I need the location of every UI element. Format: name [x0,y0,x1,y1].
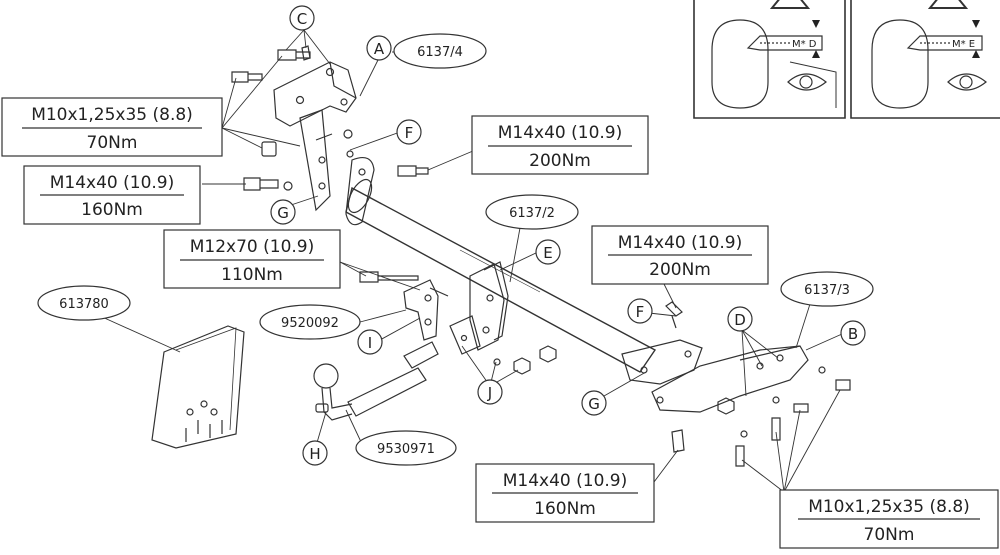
warning-panel-1: M* D [693,0,846,119]
svg-text:I: I [368,334,372,352]
spec-thread: M14x40 (10.9) [503,471,628,491]
right-end-plate [621,339,703,385]
warning-triangle-icon [769,0,811,9]
callout-c: C [289,5,315,31]
callout-b: B [840,320,866,346]
svg-text:D: D [734,311,746,329]
gauge-label: M* E [952,39,975,50]
spec-torque: 70Nm [864,525,915,545]
right-bracket-6137-3 [651,345,809,413]
part-number-9520092: 9520092 [259,304,361,340]
center-bracket-6137-2 [449,261,509,355]
part-number-613780: 613780 [37,285,131,321]
eye-icon [947,73,987,91]
spec-thread: M12x70 (10.9) [190,237,315,257]
warning-triangle-icon [927,0,969,9]
cross-tube [345,178,657,373]
callout-h: H [302,440,328,466]
spec-thread: M10x1,25x35 (8.8) [808,497,970,517]
tow-ball-9530971 [313,341,439,421]
part-number-6137-3: 6137/3 [780,271,874,307]
callout-g-right: G [581,390,607,416]
spec-torque: 200Nm [649,260,711,280]
svg-text:9520092: 9520092 [281,316,339,331]
plate-9520092 [359,271,449,341]
part-number-6137-4: 6137/4 [393,33,487,69]
spec-box-3: M14x40 (10.9) 200Nm [471,115,649,175]
gauge-tool-icon [906,35,983,51]
vehicle-outline-icon [871,19,929,109]
vehicle-outline-icon [711,19,769,109]
svg-text:F: F [636,303,645,321]
callout-j: J [477,379,503,405]
spec-box-2: M14x40 (10.9) 160Nm [23,165,201,225]
spec-torque: 110Nm [221,265,283,285]
svg-text:6137/3: 6137/3 [804,283,850,298]
callout-a: A [366,35,392,61]
svg-text:6137/4: 6137/4 [417,45,463,60]
spec-torque: 160Nm [534,499,596,519]
svg-text:6137/2: 6137/2 [509,206,555,221]
part-number-6137-2: 6137/2 [485,194,579,230]
spec-thread: M14x40 (10.9) [618,233,743,253]
spec-torque: 200Nm [529,151,591,171]
svg-text:H: H [309,445,320,463]
left-bracket-6137-4 [273,61,357,212]
spec-box-5: M14x40 (10.9) 200Nm [591,225,769,285]
spec-thread: M14x40 (10.9) [50,173,175,193]
leader-lines [99,29,843,493]
svg-text:C: C [297,10,307,28]
callout-f-right: F [627,298,653,324]
warning-panel-2: M* E [850,0,1000,119]
callout-e: E [535,239,561,265]
bolt-group-left [231,45,429,191]
gauge-label: M* D [792,39,817,50]
callout-i: I [357,329,383,355]
spec-thread: M10x1,25x35 (8.8) [31,105,193,125]
spec-box-6: M14x40 (10.9) 160Nm [475,463,655,523]
electrical-kit-613780 [151,325,245,449]
gauge-tool-icon [746,35,823,51]
spec-torque: 70Nm [87,133,138,153]
callout-f-left: F [396,119,422,145]
callout-d: D [727,306,753,332]
eye-icon [787,73,827,91]
svg-text:G: G [588,395,600,413]
svg-text:E: E [543,244,552,262]
spec-box-4: M12x70 (10.9) 110Nm [163,229,341,289]
svg-text:A: A [374,40,385,58]
spec-thread: M14x40 (10.9) [498,123,623,143]
left-end-plate [345,157,375,226]
spec-box-1: M10x1,25x35 (8.8) 70Nm [1,97,223,157]
spec-torque: 160Nm [81,200,143,220]
svg-text:9530971: 9530971 [377,442,435,457]
svg-text:F: F [405,124,414,142]
svg-text:J: J [487,384,492,402]
part-number-9530971: 9530971 [355,430,457,466]
svg-text:B: B [848,325,858,343]
bolt-group-right [665,301,851,467]
svg-text:G: G [277,204,289,222]
center-nuts [493,345,557,375]
svg-text:613780: 613780 [59,297,109,312]
callout-g-left: G [270,199,296,225]
spec-box-7: M10x1,25x35 (8.8) 70Nm [779,489,999,549]
